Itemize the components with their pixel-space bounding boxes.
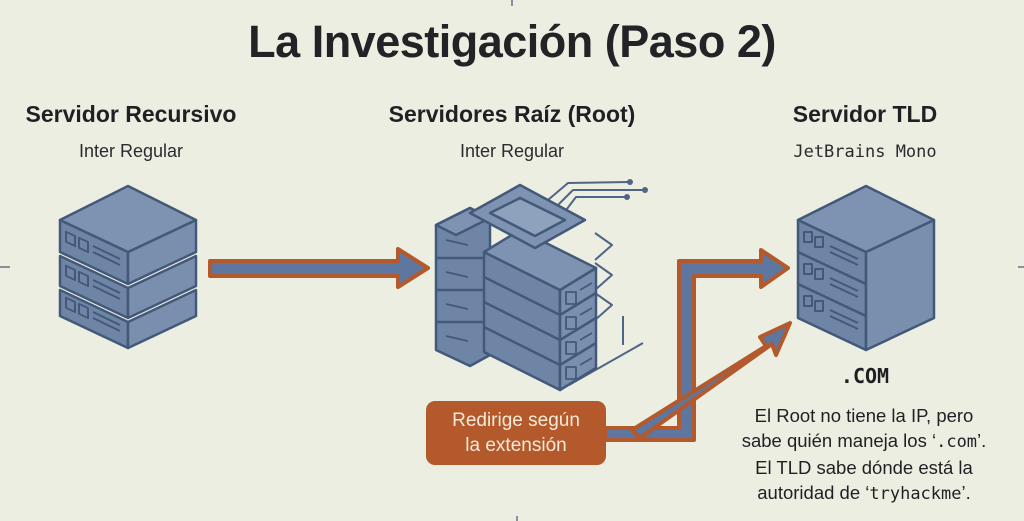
note-text: ’. (977, 430, 987, 451)
tld-server-title: Servidor TLD (792, 101, 938, 127)
note-line-2: sabe quién maneja los ‘.com’. (706, 428, 1022, 455)
tld-server-subtitle: JetBrains Mono (793, 142, 937, 162)
guide-tick-left (0, 266, 10, 268)
arrow-recursive-to-root (208, 247, 430, 289)
redirect-badge: Redirige según la extensión (426, 401, 606, 465)
arrow-root-to-tld-diagonal (630, 321, 792, 440)
note-line-4: autoridad de ‘tryhackme’. (706, 480, 1022, 507)
server-cluster-icon (434, 179, 648, 392)
badge-line-2: la extensión (465, 435, 567, 456)
note-code-com: .com (936, 432, 978, 452)
note-line-3: El TLD sabe dónde está la (755, 457, 973, 478)
note-text: autoridad de ‘ (757, 482, 870, 503)
recursive-server-subtitle: Inter Regular (78, 141, 184, 161)
note-text: ’. (961, 482, 971, 503)
guide-tick-top (511, 0, 513, 6)
server-tower-icon (796, 184, 936, 352)
badge-line-1: Redirige según (452, 410, 580, 431)
guide-tick-right (1018, 266, 1024, 268)
explanation-note: El Root no tiene la IP, pero sabe quién … (706, 403, 1022, 507)
arrow-root-to-tld-elbow (603, 248, 790, 442)
note-text: sabe quién maneja los ‘ (741, 430, 937, 451)
guide-tick-bottom (516, 516, 518, 521)
note-line-1: El Root no tiene la IP, pero (754, 405, 974, 426)
note-code-tryhackme: tryhackme (869, 484, 962, 504)
recursive-server-title: Servidor Recursivo (25, 101, 237, 127)
server-stack-icon (58, 184, 198, 350)
root-servers-title: Servidores Raíz (Root) (388, 101, 636, 127)
page-title: La Investigación (Paso 2) (248, 16, 776, 67)
root-servers-subtitle: Inter Regular (459, 141, 565, 161)
tld-label: .COM (840, 364, 890, 388)
